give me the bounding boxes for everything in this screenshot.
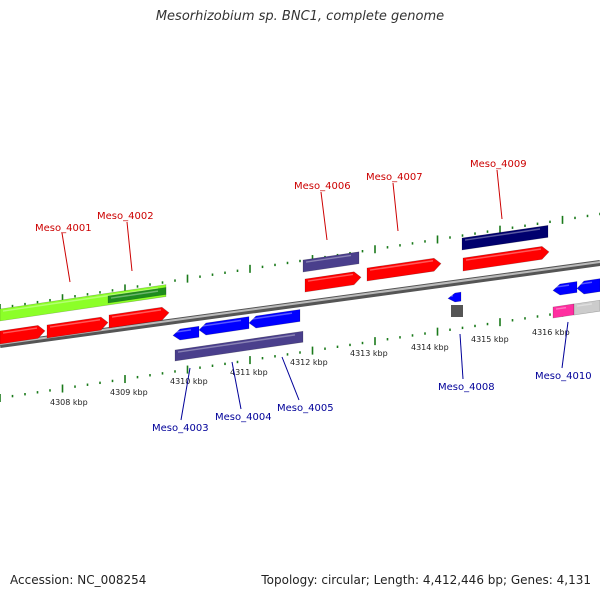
leader-line — [392, 182, 399, 232]
leader-line — [180, 367, 191, 421]
gene-feature-meso-4002 — [108, 306, 170, 329]
gene-feature-darkgreen — [107, 287, 167, 304]
gene-feature-meso-4002-shine — [111, 309, 162, 318]
leader-line — [496, 169, 503, 220]
gene-feature-meso-4006-outer-shine — [305, 254, 352, 263]
map-title: Mesorhizobium sp. BNC1, complete genome — [155, 9, 445, 24]
scale-tick-label: 4309 kbp — [110, 388, 148, 397]
accession-text: Accession: NC_008254 — [10, 573, 147, 587]
gene-feature-meso-4010b — [576, 278, 600, 295]
gene-feature-meso-4006-outer — [302, 251, 360, 273]
gene-feature-red-shine — [2, 327, 38, 334]
gene-feature-meso-4001 — [46, 316, 109, 339]
gene-features — [0, 225, 600, 362]
gene-feature-lightgray-shine — [576, 303, 593, 307]
gene-feature-meso-4010b-shine — [579, 281, 593, 285]
scale-tick-label: 4312 kbp — [290, 358, 328, 367]
gene-feature-meso-4004 — [198, 316, 250, 336]
gene-feature-meso-4006-shine — [307, 273, 354, 282]
scale-tick-label: 4316 kbp — [532, 328, 570, 337]
gene-feature-meso-4006 — [304, 271, 362, 293]
gene-feature-meso-4003 — [172, 325, 200, 341]
scale-tick-label: 4313 kbp — [350, 349, 388, 358]
leader-line — [231, 361, 242, 410]
gene-feature-lightgray — [573, 299, 600, 316]
gene-label-meso-4002: Meso_4002 — [97, 211, 154, 222]
gene-label-meso-4010: Meso_4010 — [535, 371, 592, 382]
gene-feature-meso-4010-shine — [555, 284, 570, 288]
gene-feature-meso-4001-shine — [49, 318, 101, 328]
gene-feature-darkgreen-shine — [110, 290, 159, 299]
genome-backbone — [0, 260, 600, 348]
gene-feature-meso-4008 — [447, 291, 462, 303]
gene-label-meso-4004: Meso_4004 — [215, 412, 272, 423]
gene-feature-pink — [552, 303, 575, 319]
scale-tick-label: 4308 kbp — [50, 398, 88, 407]
leader-line — [61, 232, 71, 283]
gene-labels: Meso_4001Meso_4002Meso_4006Meso_4007Meso… — [35, 159, 592, 434]
gene-feature-pink-shine — [555, 306, 567, 310]
gene-feature-gray — [451, 305, 463, 317]
gene-feature-slate-inner — [174, 330, 304, 362]
gene-feature-meso-4007 — [366, 257, 442, 282]
gene-feature-meso-4009-shine — [465, 248, 542, 261]
gene-label-meso-4001: Meso_4001 — [35, 223, 92, 234]
gene-feature-meso-4009-outer — [461, 225, 549, 251]
scale-tick-label: 4315 kbp — [471, 335, 509, 344]
gene-feature-meso-4009 — [462, 246, 550, 272]
backbone-highlight — [0, 261, 600, 345]
gene-feature-meso-4010 — [552, 281, 578, 296]
scale-tick-label: 4314 kbp — [411, 343, 449, 352]
gene-feature-meso-4005 — [248, 309, 301, 329]
gene-label-meso-4009: Meso_4009 — [470, 159, 527, 170]
leader-line — [281, 356, 300, 401]
scale-tick-label: 4310 kbp — [170, 377, 208, 386]
gene-feature-green-shine — [2, 287, 159, 312]
gene-label-meso-4008: Meso_4008 — [438, 382, 495, 393]
gene-feature-meso-4003-shine — [175, 329, 192, 333]
gene-feature-slate-inner-shine — [177, 334, 296, 353]
gene-label-meso-4006: Meso_4006 — [294, 181, 351, 192]
gene-feature-meso-4009-outer-shine — [464, 228, 541, 241]
scale-tick-label: 4311 kbp — [230, 368, 268, 377]
leader-line — [320, 191, 328, 241]
leader-line — [561, 321, 569, 369]
gene-label-meso-4003: Meso_4003 — [152, 423, 209, 434]
gene-label-meso-4007: Meso_4007 — [366, 172, 423, 183]
leader-line — [126, 221, 133, 272]
gene-feature-meso-4007-shine — [369, 260, 434, 271]
gene-label-meso-4005: Meso_4005 — [277, 403, 334, 414]
scale-ticks: 4308 kbp 4309 kbp 4310 kbp 4311 kbp 4312 kbp… — [0, 212, 600, 407]
leader-line — [459, 333, 464, 380]
gene-feature-red — [0, 325, 46, 345]
genome-summary-text: Topology: circular; Length: 4,412,446 bp… — [261, 573, 591, 587]
gene-feature-meso-4005-shine — [251, 312, 293, 320]
gene-feature-meso-4004-shine — [201, 319, 242, 327]
